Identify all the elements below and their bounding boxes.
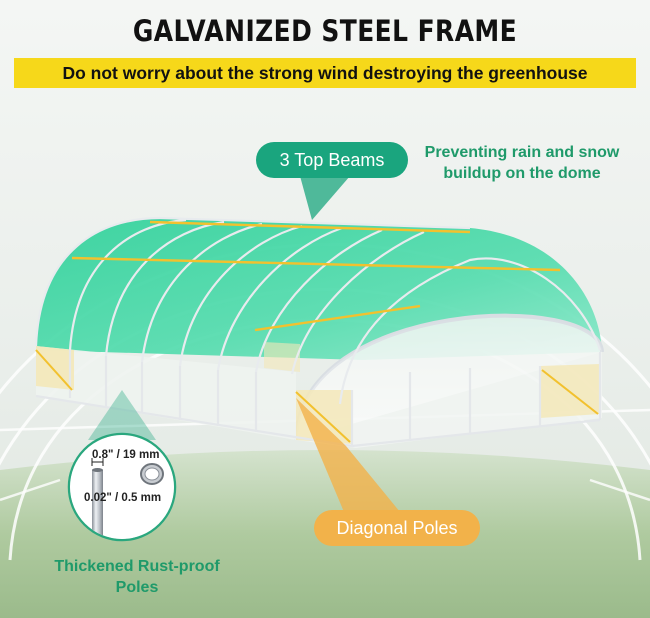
rust-proof-poles-note: Thickened Rust-proof Poles bbox=[54, 558, 220, 596]
diagonal-poles-callout: Diagonal Poles bbox=[314, 510, 480, 546]
page-title: GALVANIZED STEEL FRAME bbox=[132, 14, 518, 48]
top-beams-callout: 3 Top Beams bbox=[256, 142, 408, 178]
pole-wall-thickness-label: 0.02" / 0.5 mm bbox=[84, 492, 162, 504]
feature-banner: Do not worry about the strong wind destr… bbox=[14, 58, 636, 88]
pole-diameter-label: 0.8" / 19 mm bbox=[92, 449, 160, 461]
top-beams-note: Preventing rain and snow buildup on the … bbox=[424, 144, 620, 182]
